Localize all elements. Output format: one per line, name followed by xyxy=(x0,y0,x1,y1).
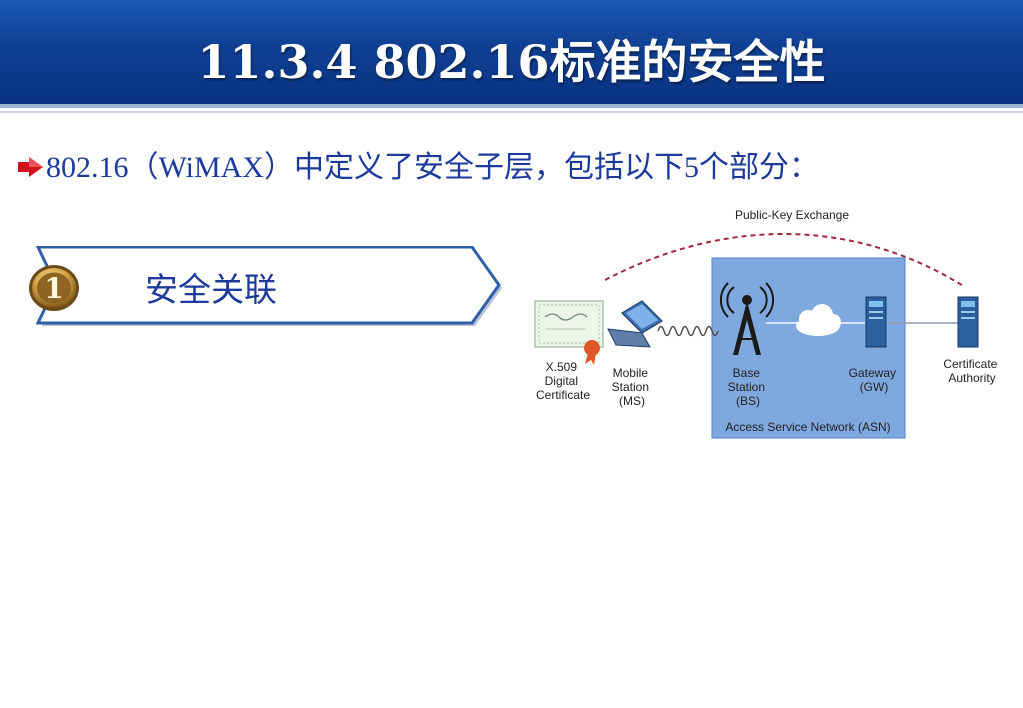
section-number: 1 xyxy=(44,272,63,305)
certificate-label: X.509 Digital Certificate xyxy=(536,360,590,402)
certificate-authority-server-icon xyxy=(957,296,979,348)
section-banner xyxy=(30,245,510,330)
laptop-icon xyxy=(607,300,663,348)
x509-certificate-icon xyxy=(534,300,604,365)
certificate-authority-label: Certificate Authority xyxy=(943,357,1000,385)
mobile-station-label: Mobile Station (MS) xyxy=(612,366,653,408)
header-banner xyxy=(0,0,1023,104)
bullet-lead: 802.16（ xyxy=(46,151,159,184)
base-station-label: Base Station (BS) xyxy=(728,366,769,408)
wireless-link-icon xyxy=(657,325,719,337)
key-exchange-label: Public-Key Exchange xyxy=(735,208,849,222)
base-station-tower-icon xyxy=(719,282,775,355)
asn-box xyxy=(711,257,906,439)
header-divider-lower xyxy=(0,111,1023,113)
gateway-label: Gateway (GW) xyxy=(849,366,900,394)
red-arrow-bullet-icon xyxy=(18,149,46,189)
gateway-server-icon xyxy=(865,296,887,348)
number-one-badge-icon: 1 xyxy=(29,265,79,311)
asn-label: Access Service Network (ASN) xyxy=(725,420,890,434)
bullet-line: 802.16（WiMAX）中定义了安全子层，包括以下5个部分： xyxy=(18,148,1018,188)
public-key-exchange-arc xyxy=(604,233,966,288)
header-divider-gap xyxy=(0,108,1023,111)
bullet-tail: 个部分： xyxy=(698,150,819,185)
bullet-text: ）中定义了安全子层，包括以下 xyxy=(263,150,684,185)
cloud-icon xyxy=(796,304,841,336)
page-title: 11.3.4 802.16标准的安全性 xyxy=(197,35,826,89)
wimax-security-diagram: Public-Key Exchange Access Service Netwo… xyxy=(534,208,1000,439)
bullet-term: WiMAX xyxy=(158,151,264,184)
bullet-count: 5 xyxy=(683,151,699,184)
header-divider xyxy=(0,104,1023,108)
section-label: 安全关联 xyxy=(145,270,277,309)
